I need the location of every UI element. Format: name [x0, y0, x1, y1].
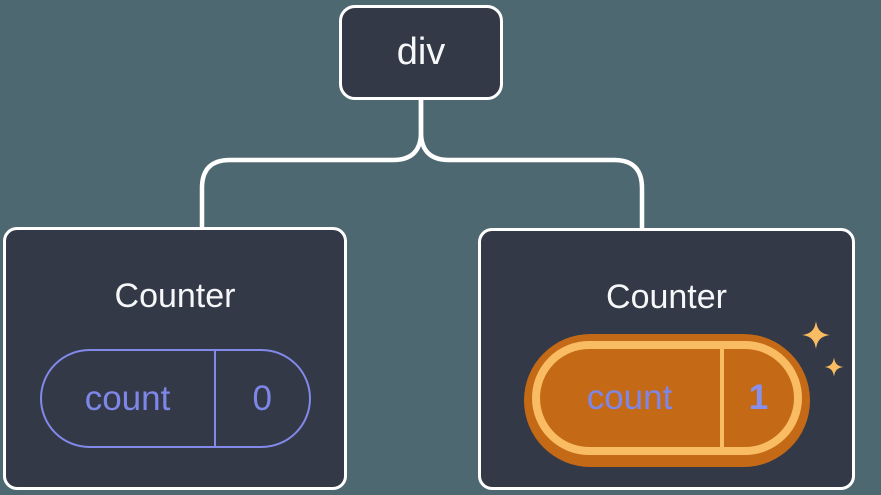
sparkle-small: [824, 357, 844, 377]
state-value: 0: [252, 378, 272, 418]
counter-node-right: Counter count 1: [478, 228, 855, 490]
state-pill-highlighted-inner: count 1: [531, 341, 802, 455]
root-node-label: div: [396, 31, 446, 73]
state-pill: count 0: [39, 349, 311, 448]
connector-left-branch: [199, 98, 424, 229]
state-pill-highlighted: count 1: [523, 334, 810, 467]
sparkle-large: [802, 321, 830, 349]
counter-title: Counter: [606, 278, 727, 316]
counter-node-left: Counter count 0: [3, 227, 347, 490]
state-value: 1: [748, 378, 769, 417]
root-node-div: div: [339, 5, 503, 100]
state-key-label: count: [84, 378, 171, 418]
pill-divider: [719, 349, 724, 447]
state-key-label: count: [586, 378, 673, 417]
sparkles-icon: [802, 321, 844, 377]
pill-divider: [213, 351, 216, 446]
counter-title: Counter: [114, 277, 236, 315]
connector-right-branch: [418, 98, 645, 231]
